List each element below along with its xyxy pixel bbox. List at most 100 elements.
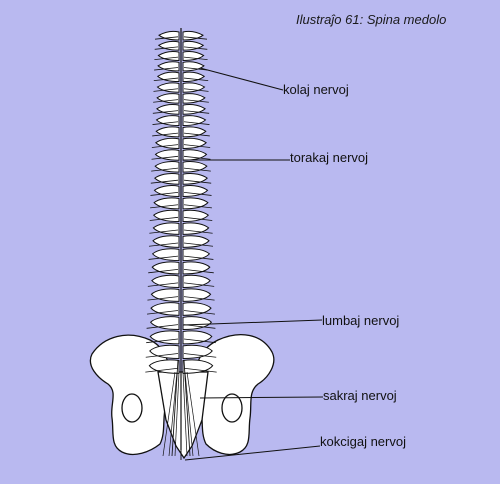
vertebra-right	[182, 222, 210, 235]
vertebra-left	[150, 302, 180, 316]
nerve-root	[153, 88, 179, 92]
vertebra-right	[182, 161, 208, 173]
nerve-root	[183, 167, 211, 172]
nerve-root	[151, 167, 179, 172]
nerve-root	[183, 310, 216, 315]
nerve-root	[149, 216, 179, 221]
sacrum	[157, 371, 209, 460]
vertebra-right	[182, 235, 210, 248]
nerve-root	[152, 110, 179, 114]
vertebra-left	[157, 40, 180, 51]
nerve-root	[154, 36, 179, 40]
vertebra-left	[151, 274, 180, 289]
nerve-root	[183, 242, 214, 247]
vertebra-right	[182, 71, 206, 82]
vertebra-right	[182, 61, 205, 72]
nerve-root	[183, 77, 209, 82]
vertebra-right	[182, 302, 212, 316]
nerve-root	[183, 144, 211, 148]
nerve-root	[146, 338, 179, 344]
vertebra-right	[182, 330, 213, 345]
label-coccygeal-nerves: kokcigaj nervoj	[320, 434, 406, 449]
pelvis	[89, 334, 275, 460]
vertebra-left	[152, 235, 180, 248]
vertebra-right	[182, 82, 206, 93]
vertebra-right	[182, 50, 205, 61]
pointer-coccygeal	[184, 445, 321, 461]
pointer-sacral	[199, 396, 324, 399]
nerve-root	[183, 88, 209, 92]
vertebra-right	[182, 185, 209, 197]
nerve-root	[146, 310, 179, 315]
label-thoracic-nerves: torakaj nervoj	[290, 150, 369, 165]
vertebra-left	[149, 344, 180, 360]
vertebra-left	[148, 359, 180, 374]
nerve-root	[183, 67, 208, 71]
vertebra-left	[151, 261, 180, 275]
vertebra-left	[149, 316, 180, 331]
nerve-root	[154, 56, 179, 61]
vertebra-left	[153, 185, 180, 197]
vertebra-right	[182, 115, 207, 126]
vertebra-right	[182, 274, 211, 289]
nerve-root	[148, 242, 179, 247]
nerve-root	[152, 132, 179, 137]
vertebra-right	[182, 197, 209, 210]
nerve-root	[145, 353, 179, 358]
vertebra-right	[182, 40, 205, 51]
figure-caption: Ilustraĵo 61: Spina medolo	[296, 12, 447, 27]
vertebra-left	[155, 115, 180, 126]
vertebra-left	[150, 288, 180, 302]
vertebra-left	[149, 330, 180, 345]
vertebra-left	[155, 137, 180, 149]
vertebra-left	[158, 30, 180, 41]
nerve-root	[152, 121, 179, 125]
vertebra-right	[182, 30, 204, 41]
cauda-equina-strand	[182, 371, 188, 457]
nerve-root	[183, 255, 214, 260]
vertebra-right	[182, 137, 207, 149]
nerve-root	[146, 324, 179, 329]
pointer-lumbar	[182, 319, 323, 326]
vertebra-left	[154, 161, 180, 173]
vertebra-right	[182, 172, 208, 185]
vertebra-left	[156, 93, 180, 104]
vertebra-right	[182, 359, 214, 374]
nerve-root	[183, 216, 213, 221]
vertebra-right	[182, 126, 207, 138]
vertebra-left	[156, 71, 180, 82]
vertebra-left	[157, 61, 180, 72]
nerve-root	[150, 191, 179, 196]
vertebra-right	[182, 93, 206, 104]
cauda-equina-strand	[184, 371, 194, 457]
nerve-root	[151, 155, 179, 160]
nerve-root	[154, 46, 179, 50]
nerve-root	[183, 338, 216, 344]
nerve-root	[147, 296, 179, 301]
vertebra-left	[154, 172, 180, 185]
vertebra-right	[182, 288, 212, 302]
label-sacral-nerves: sakraj nervoj	[323, 388, 397, 403]
vertebra-left	[157, 50, 180, 61]
vertebra-right	[182, 344, 213, 360]
nerve-root	[183, 367, 217, 373]
cauda-equina-strand	[186, 371, 200, 457]
nerve-root	[183, 155, 211, 160]
nerve-root	[149, 229, 179, 234]
nerve-root	[183, 56, 208, 61]
nerve-root	[183, 229, 213, 234]
vertebra-left	[155, 126, 180, 138]
nerve-root	[183, 204, 212, 209]
nerve-root	[183, 282, 215, 287]
nerve-root	[154, 67, 179, 71]
vertebra-right	[182, 248, 211, 262]
nerve-root	[151, 144, 179, 148]
nerve-root	[147, 282, 179, 287]
vertebra-left	[154, 149, 180, 161]
nerve-root	[145, 367, 179, 373]
vertebra-right	[182, 316, 213, 331]
nerve-root	[183, 110, 210, 114]
label-cervical-nerves: kolaj nervoj	[283, 82, 349, 97]
nerve-root	[183, 36, 208, 40]
nerve-root	[183, 99, 209, 103]
